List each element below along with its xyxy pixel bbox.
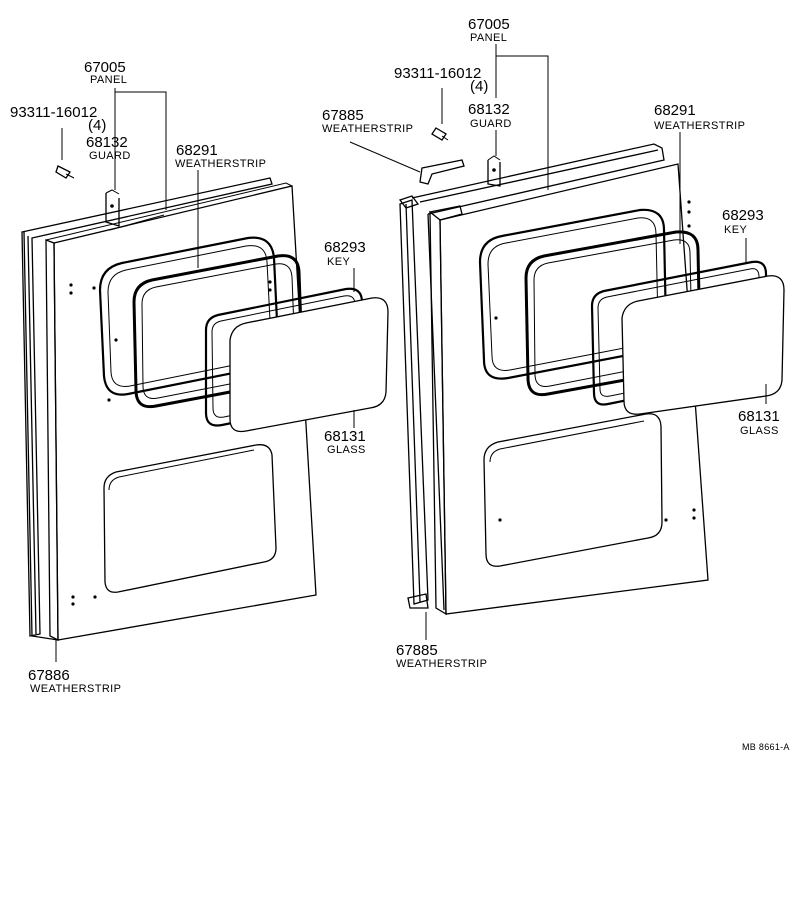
- right-screw-number: 93311-16012: [394, 65, 481, 82]
- left-inner-weatherstrip-name: WEATHERSTRIP: [175, 158, 266, 170]
- left-panel-name: PANEL: [90, 74, 127, 86]
- left-outer-weatherstrip: [21, 177, 273, 641]
- right-glass: [621, 275, 785, 415]
- right-key-number: 68293: [722, 207, 764, 224]
- right-bottom-weatherstrip-name: WEATHERSTRIP: [396, 658, 487, 670]
- left-panel-number: 67005: [84, 59, 126, 76]
- right-door-assembly: [349, 44, 785, 640]
- right-bottom-weatherstrip-number: 67885: [396, 642, 438, 659]
- right-top-weatherstrip-number: 67885: [322, 107, 364, 124]
- right-front-weatherstrip: [398, 195, 429, 609]
- right-screw-qty: (4): [470, 78, 488, 95]
- right-leader-lines: [349, 44, 767, 640]
- left-outer-weatherstrip-name: WEATHERSTRIP: [30, 683, 121, 695]
- right-labels: 67005 PANEL 93311-16012 (4) 68132 GUARD …: [322, 16, 780, 670]
- left-screw: [55, 165, 75, 179]
- right-panel-name: PANEL: [470, 32, 507, 44]
- left-glass: [229, 297, 389, 433]
- right-panel-number: 67005: [468, 16, 510, 33]
- right-inner-weatherstrip-name: WEATHERSTRIP: [654, 120, 745, 132]
- right-glass-name: GLASS: [740, 425, 779, 437]
- right-guard: [487, 155, 501, 187]
- left-guard: [105, 189, 120, 227]
- drawing-code: MB 8661-A: [742, 742, 790, 752]
- left-inner-weatherstrip-number: 68291: [176, 142, 218, 159]
- left-door-assembly: [21, 88, 389, 662]
- left-glass-name: GLASS: [327, 444, 366, 456]
- right-top-weatherstrip-name: WEATHERSTRIP: [322, 123, 413, 135]
- left-guard-number: 68132: [86, 134, 128, 151]
- left-screw-number: 93311-16012: [10, 104, 97, 121]
- right-glass-number: 68131: [738, 408, 780, 425]
- left-key-number: 68293: [324, 239, 366, 256]
- left-labels: 67005 PANEL 93311-16012 (4) 68132 GUARD …: [10, 59, 366, 695]
- left-key-name: KEY: [327, 256, 350, 268]
- right-screw: [431, 127, 449, 141]
- right-guard-name: GUARD: [470, 118, 512, 130]
- right-guard-number: 68132: [468, 101, 510, 118]
- left-guard-name: GUARD: [89, 150, 131, 162]
- left-glass-number: 68131: [324, 428, 366, 445]
- left-outer-weatherstrip-number: 67886: [28, 667, 70, 684]
- right-top-weatherstrip-clip: [419, 159, 465, 185]
- left-screw-qty: (4): [88, 117, 106, 134]
- left-leader-lines: [55, 88, 355, 662]
- right-inner-weatherstrip-number: 68291: [654, 102, 696, 119]
- right-key-name: KEY: [724, 224, 747, 236]
- left-door-panel: [45, 182, 317, 642]
